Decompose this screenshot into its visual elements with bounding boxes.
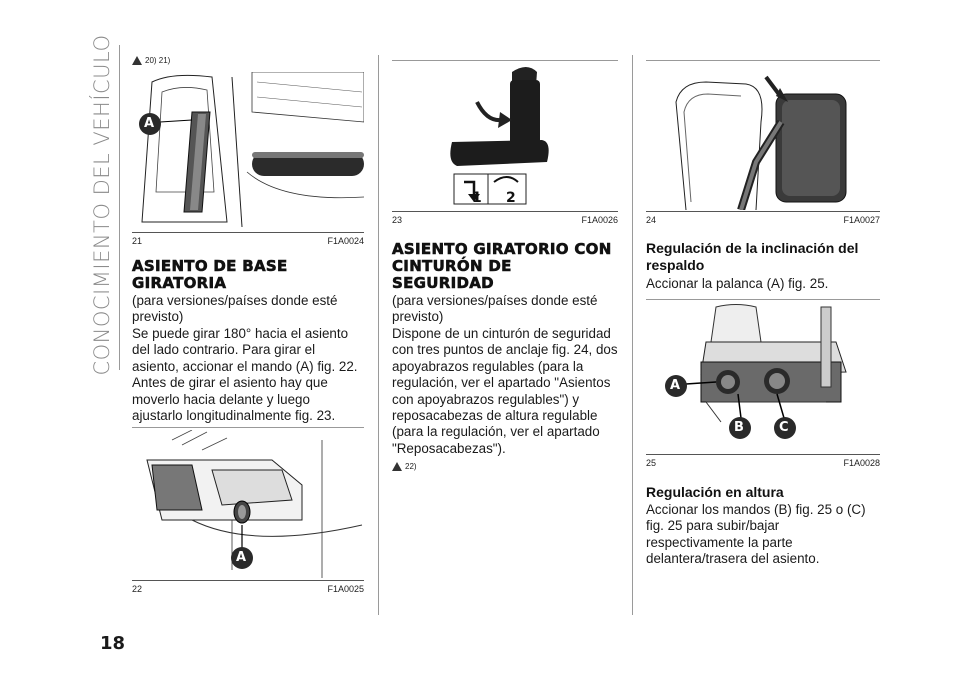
paragraph: Accionar la palanca (A) fig. 25. [646, 276, 829, 291]
figure-number: 22 [132, 584, 143, 594]
figure-21: A [132, 72, 364, 232]
step-label-1: 1 [472, 190, 482, 206]
section-sidebar: CONOCIMIENTO DEL VEHÍCULO [88, 34, 116, 375]
callout-b-label: B [734, 420, 744, 435]
section-heading: ASIENTO DE BASE GIRATORIA [132, 257, 288, 292]
subsection-heading: Regulación en altura [646, 484, 784, 500]
callout-b [729, 417, 751, 439]
figure-code: F1A0024 [327, 236, 364, 246]
seat-rotation-illustration [392, 62, 618, 210]
caption-rule [646, 211, 880, 212]
figure-22: A [132, 430, 364, 578]
figure-24-caption: 24 F1A0027 [646, 215, 880, 227]
figure-number: 25 [646, 458, 657, 468]
callout-a-label: A [144, 116, 155, 131]
paragraph: Accionar los mandos (B) fig. 25 o (C) fi… [646, 502, 866, 567]
figure-22-caption: 22 F1A0025 [132, 584, 364, 596]
callout-a-label: A [670, 378, 681, 393]
figure-top-rule [646, 60, 880, 61]
seat-base-illustration [132, 430, 364, 578]
callout-a [231, 547, 253, 569]
column-divider [378, 55, 379, 615]
column-divider [632, 55, 633, 615]
figure-23: 1 2 [392, 62, 618, 210]
paragraph: (para versiones/países donde esté previs… [132, 293, 338, 325]
figure-code: F1A0026 [581, 215, 618, 225]
figure-21-caption: 21 F1A0024 [132, 236, 364, 248]
figure-top-rule [132, 427, 364, 428]
callout-c-label: C [779, 420, 789, 435]
figure-25-caption: 25 F1A0028 [646, 458, 880, 470]
caption-rule [646, 454, 880, 455]
figure-24 [646, 62, 880, 210]
figure-code: F1A0028 [843, 458, 880, 468]
seat-belt-illustration [646, 62, 880, 210]
callout-a-label: A [236, 550, 247, 565]
warning-reference: 22) [392, 462, 417, 471]
caption-rule [392, 211, 618, 212]
seat-armrest-illustration [132, 72, 364, 232]
figure-code: F1A0027 [843, 215, 880, 225]
figure-23-caption: 23 F1A0026 [392, 215, 618, 227]
figure-number: 21 [132, 236, 143, 246]
caption-rule [132, 232, 364, 233]
page-number: 18 [100, 633, 126, 654]
subsection-heading: Regulación de la inclinación del respald… [646, 240, 859, 273]
sidebar-divider [119, 45, 120, 370]
step-label-2: 2 [506, 190, 516, 206]
figure-top-rule [392, 60, 618, 61]
figure-code: F1A0025 [327, 584, 364, 594]
callout-a [665, 375, 687, 397]
figure-number: 23 [392, 215, 403, 225]
callout-c [774, 417, 796, 439]
section-heading: ASIENTO GIRATORIO CON CINTURÓN DE SEGURI… [392, 240, 612, 292]
figure-25: A B C [646, 302, 880, 450]
figure-number: 24 [646, 215, 657, 225]
paragraph: (para versiones/países donde esté previs… [392, 293, 598, 325]
warning-reference: 20) 21) [132, 56, 170, 65]
caption-rule [132, 580, 364, 581]
warning-icon [392, 462, 402, 471]
section-title: CONOCIMIENTO DEL VEHÍCULO [90, 34, 114, 376]
warning-icon [132, 56, 142, 65]
paragraph: Dispone de un cinturón de seguridad con … [392, 326, 618, 456]
figure-top-rule [646, 299, 880, 300]
seat-controls-illustration [646, 302, 880, 450]
paragraph: Se puede girar 180° hacia el asiento del… [132, 326, 358, 424]
callout-a [139, 113, 161, 135]
